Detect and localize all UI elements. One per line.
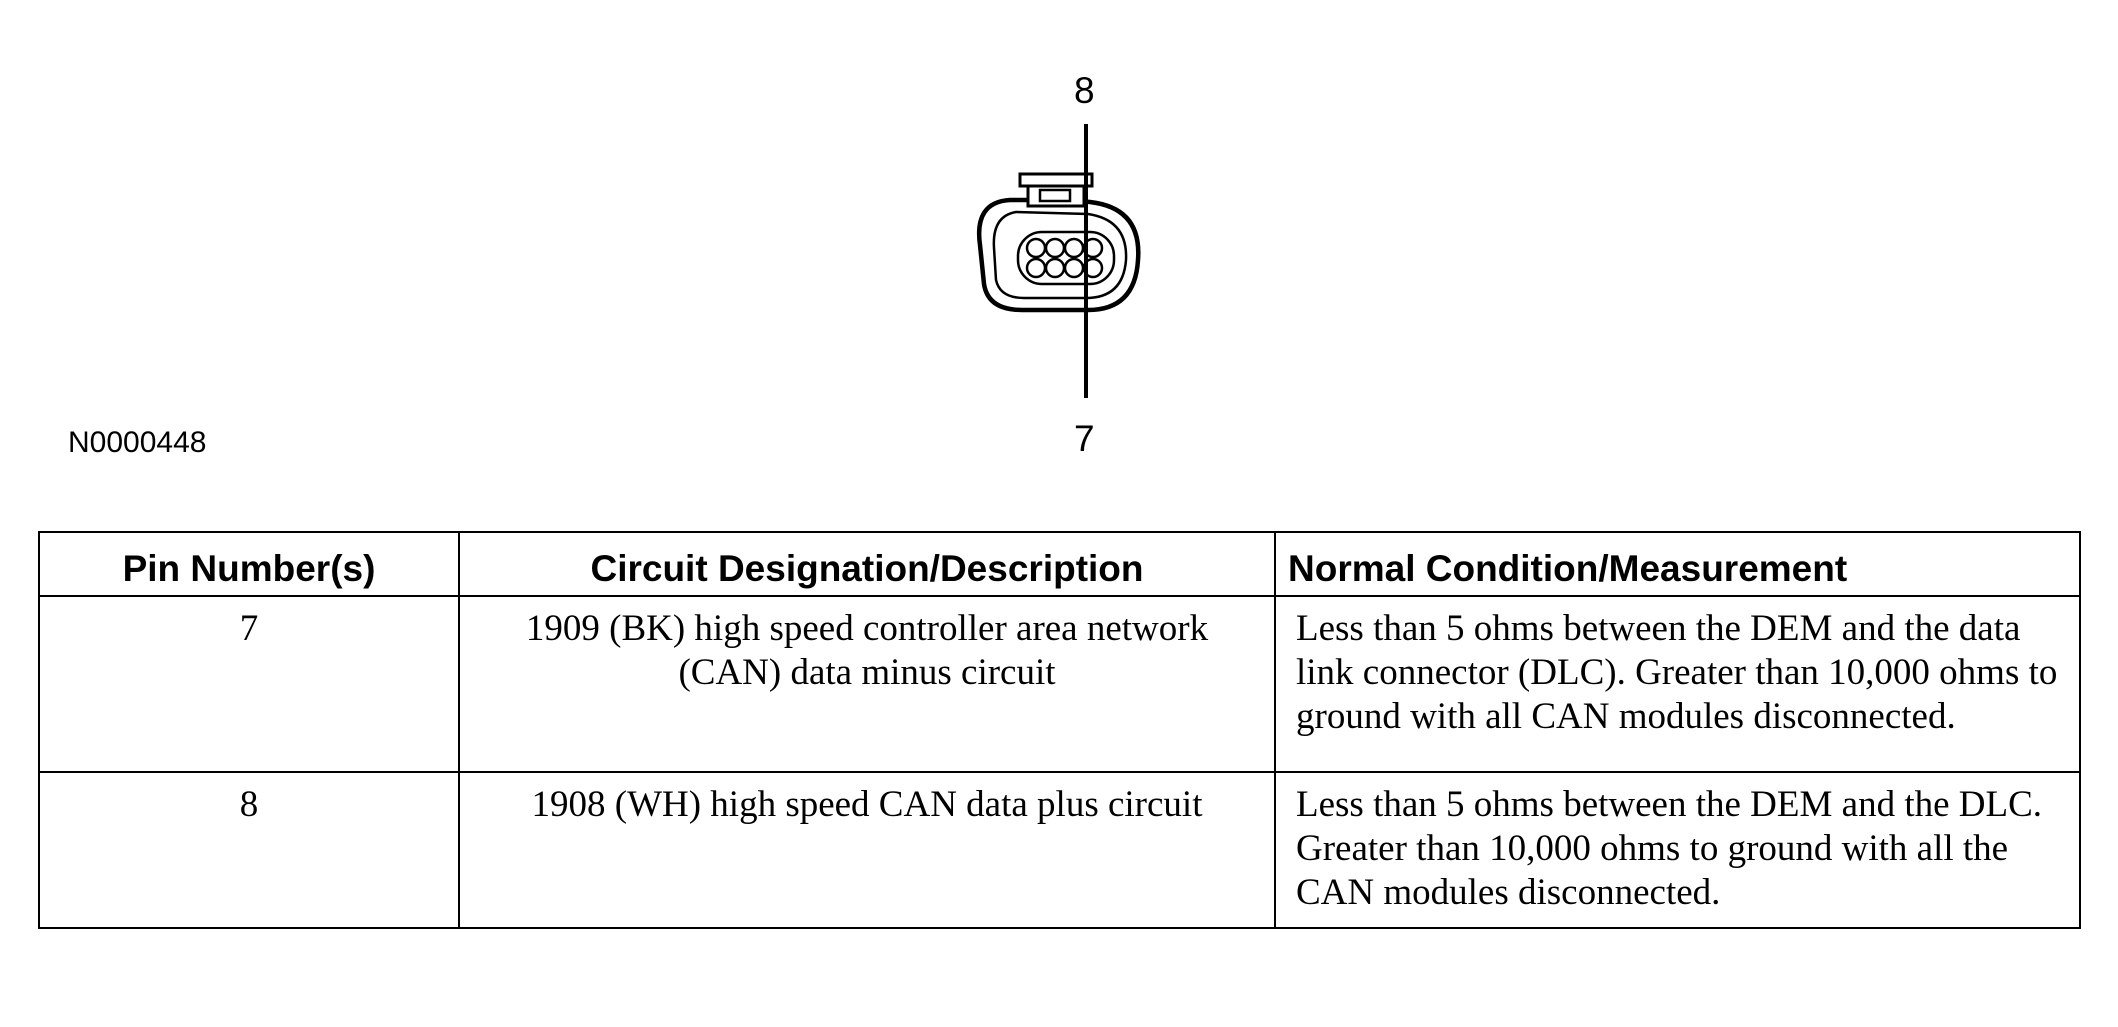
header-circuit-description: Circuit Designation/Description (458, 531, 1276, 597)
pin-number-cell: 7 (38, 595, 460, 773)
connector-figure: 8 7 N0000448 (0, 0, 2118, 470)
table-row: 7 1909 (BK) high speed controller area n… (38, 595, 2081, 773)
table-row: 8 1908 (WH) high speed CAN data plus cir… (38, 771, 2081, 929)
pin-7-callout: 7 (1074, 418, 1095, 459)
table-header-row: Pin Number(s) Circuit Designation/Descri… (38, 531, 2081, 597)
normal-condition-cell: Less than 5 ohms between the DEM and the… (1274, 771, 2081, 929)
header-normal-condition: Normal Condition/Measurement (1274, 531, 2081, 597)
connector-8-pin-icon (976, 124, 1141, 398)
figure-id: N0000448 (68, 426, 207, 459)
pin-number-cell: 8 (38, 771, 460, 929)
circuit-description-cell: 1909 (BK) high speed controller area net… (458, 595, 1276, 773)
circuit-description-cell: 1908 (WH) high speed CAN data plus circu… (458, 771, 1276, 929)
pin-table: Pin Number(s) Circuit Designation/Descri… (38, 531, 2081, 929)
header-pin-numbers: Pin Number(s) (38, 531, 460, 597)
normal-condition-cell: Less than 5 ohms between the DEM and the… (1274, 595, 2081, 773)
pin-8-callout: 8 (1074, 70, 1095, 111)
